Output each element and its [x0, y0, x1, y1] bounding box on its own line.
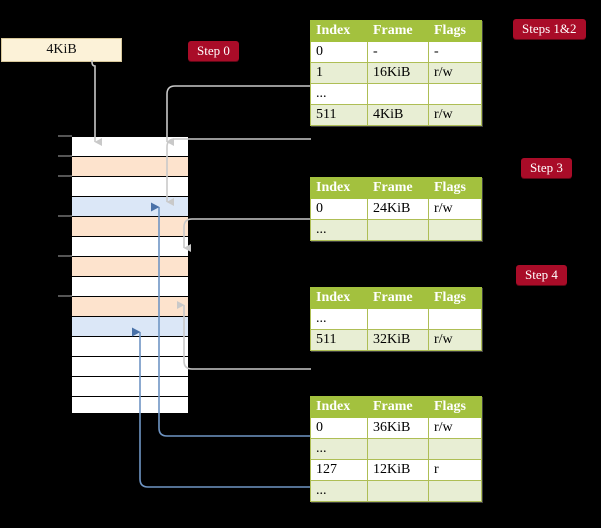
memory-row: [72, 237, 188, 257]
memory-row: [72, 397, 188, 413]
table-row: 1 16KiB r/w: [310, 62, 482, 84]
cell-index: 0: [310, 41, 368, 63]
memory-row: [72, 297, 188, 317]
memory-row: [72, 137, 188, 157]
cell-index: ...: [310, 83, 368, 105]
column-header-index: Index: [310, 396, 368, 418]
table-row: ...: [310, 438, 482, 460]
cell-flags: [428, 438, 482, 460]
cell-flags: r/w: [428, 62, 482, 84]
page-table-level-3: Index Frame Flags ... 511 32KiB r/w: [310, 287, 482, 351]
cell-index: ...: [310, 480, 368, 502]
cell-frame: [367, 83, 429, 105]
source-frame-label: 4KiB: [46, 42, 77, 57]
table-row: ...: [310, 219, 482, 241]
column-header-flags: Flags: [428, 396, 482, 418]
page-table-level-4: Index Frame Flags 0 36KiB r/w ... 127 12…: [310, 396, 482, 502]
column-header-index: Index: [310, 287, 368, 309]
badge-step-0-label: Step 0: [197, 43, 230, 58]
table-row: 0 - -: [310, 41, 482, 63]
cell-frame: 36KiB: [367, 417, 429, 439]
cell-frame: 4KiB: [367, 104, 429, 126]
cell-flags: r: [428, 459, 482, 481]
cell-flags: r/w: [428, 329, 482, 351]
cell-flags: [428, 480, 482, 502]
memory-row: [72, 377, 188, 397]
column-header-frame: Frame: [367, 20, 429, 42]
memory-row: [72, 337, 188, 357]
column-header-flags: Flags: [428, 20, 482, 42]
table-row: 0 24KiB r/w: [310, 198, 482, 220]
cell-index: 0: [310, 198, 368, 220]
memory-tick: [58, 155, 72, 157]
page-table-level-1: Index Frame Flags 0 - - 1 16KiB r/w ...: [310, 20, 482, 126]
cell-index: 0: [310, 417, 368, 439]
cell-flags: [428, 308, 482, 330]
table-row: 0 36KiB r/w: [310, 417, 482, 439]
column-header-frame: Frame: [367, 396, 429, 418]
memory-tick: [58, 215, 72, 217]
table-row: 511 4KiB r/w: [310, 104, 482, 126]
cell-frame: 16KiB: [367, 62, 429, 84]
cell-flags: r/w: [428, 104, 482, 126]
physical-memory-column: [70, 135, 190, 415]
cell-index: 1: [310, 62, 368, 84]
memory-row: [72, 197, 188, 217]
cell-flags: [428, 83, 482, 105]
source-frame-box: 4KiB: [1, 38, 122, 62]
badge-step-0: Step 0: [188, 41, 239, 61]
table-header-row: Index Frame Flags: [310, 396, 482, 418]
cell-flags: r/w: [428, 198, 482, 220]
memory-row: [72, 317, 188, 337]
cell-frame: [367, 438, 429, 460]
cell-frame: -: [367, 41, 429, 63]
memory-row: [72, 217, 188, 237]
cell-index: ...: [310, 438, 368, 460]
badge-step-4-label: Step 4: [525, 267, 558, 282]
memory-row: [72, 157, 188, 177]
cell-flags: r/w: [428, 417, 482, 439]
column-header-frame: Frame: [367, 287, 429, 309]
memory-row: [72, 177, 188, 197]
cell-index: ...: [310, 308, 368, 330]
cell-frame: 32KiB: [367, 329, 429, 351]
table-row: 127 12KiB r: [310, 459, 482, 481]
table-row: ...: [310, 480, 482, 502]
cell-frame: [367, 308, 429, 330]
table-row: ...: [310, 308, 482, 330]
badge-step-3: Step 3: [521, 158, 572, 178]
table-header-row: Index Frame Flags: [310, 287, 482, 309]
cell-flags: -: [428, 41, 482, 63]
memory-tick: [58, 175, 72, 177]
cell-flags: [428, 219, 482, 241]
column-header-flags: Flags: [428, 287, 482, 309]
table-header-row: Index Frame Flags: [310, 177, 482, 199]
memory-tick: [58, 295, 72, 297]
column-header-index: Index: [310, 20, 368, 42]
memory-row: [72, 357, 188, 377]
cell-frame: 24KiB: [367, 198, 429, 220]
cell-frame: [367, 219, 429, 241]
column-header-flags: Flags: [428, 177, 482, 199]
cell-index: 127: [310, 459, 368, 481]
memory-row: [72, 277, 188, 297]
badge-step-4: Step 4: [516, 265, 567, 285]
table-row: ...: [310, 83, 482, 105]
badge-steps-1-2-label: Steps 1&2: [522, 21, 577, 36]
column-header-frame: Frame: [367, 177, 429, 199]
table-row: 511 32KiB r/w: [310, 329, 482, 351]
badge-steps-1-2: Steps 1&2: [513, 19, 586, 39]
page-table-level-2: Index Frame Flags 0 24KiB r/w ...: [310, 177, 482, 241]
table-header-row: Index Frame Flags: [310, 20, 482, 42]
column-header-index: Index: [310, 177, 368, 199]
cell-index: 511: [310, 329, 368, 351]
cell-index: ...: [310, 219, 368, 241]
memory-tick: [58, 135, 72, 137]
memory-row: [72, 257, 188, 277]
cell-index: 511: [310, 104, 368, 126]
memory-tick: [58, 255, 72, 257]
badge-step-3-label: Step 3: [530, 160, 563, 175]
cell-frame: [367, 480, 429, 502]
cell-frame: 12KiB: [367, 459, 429, 481]
